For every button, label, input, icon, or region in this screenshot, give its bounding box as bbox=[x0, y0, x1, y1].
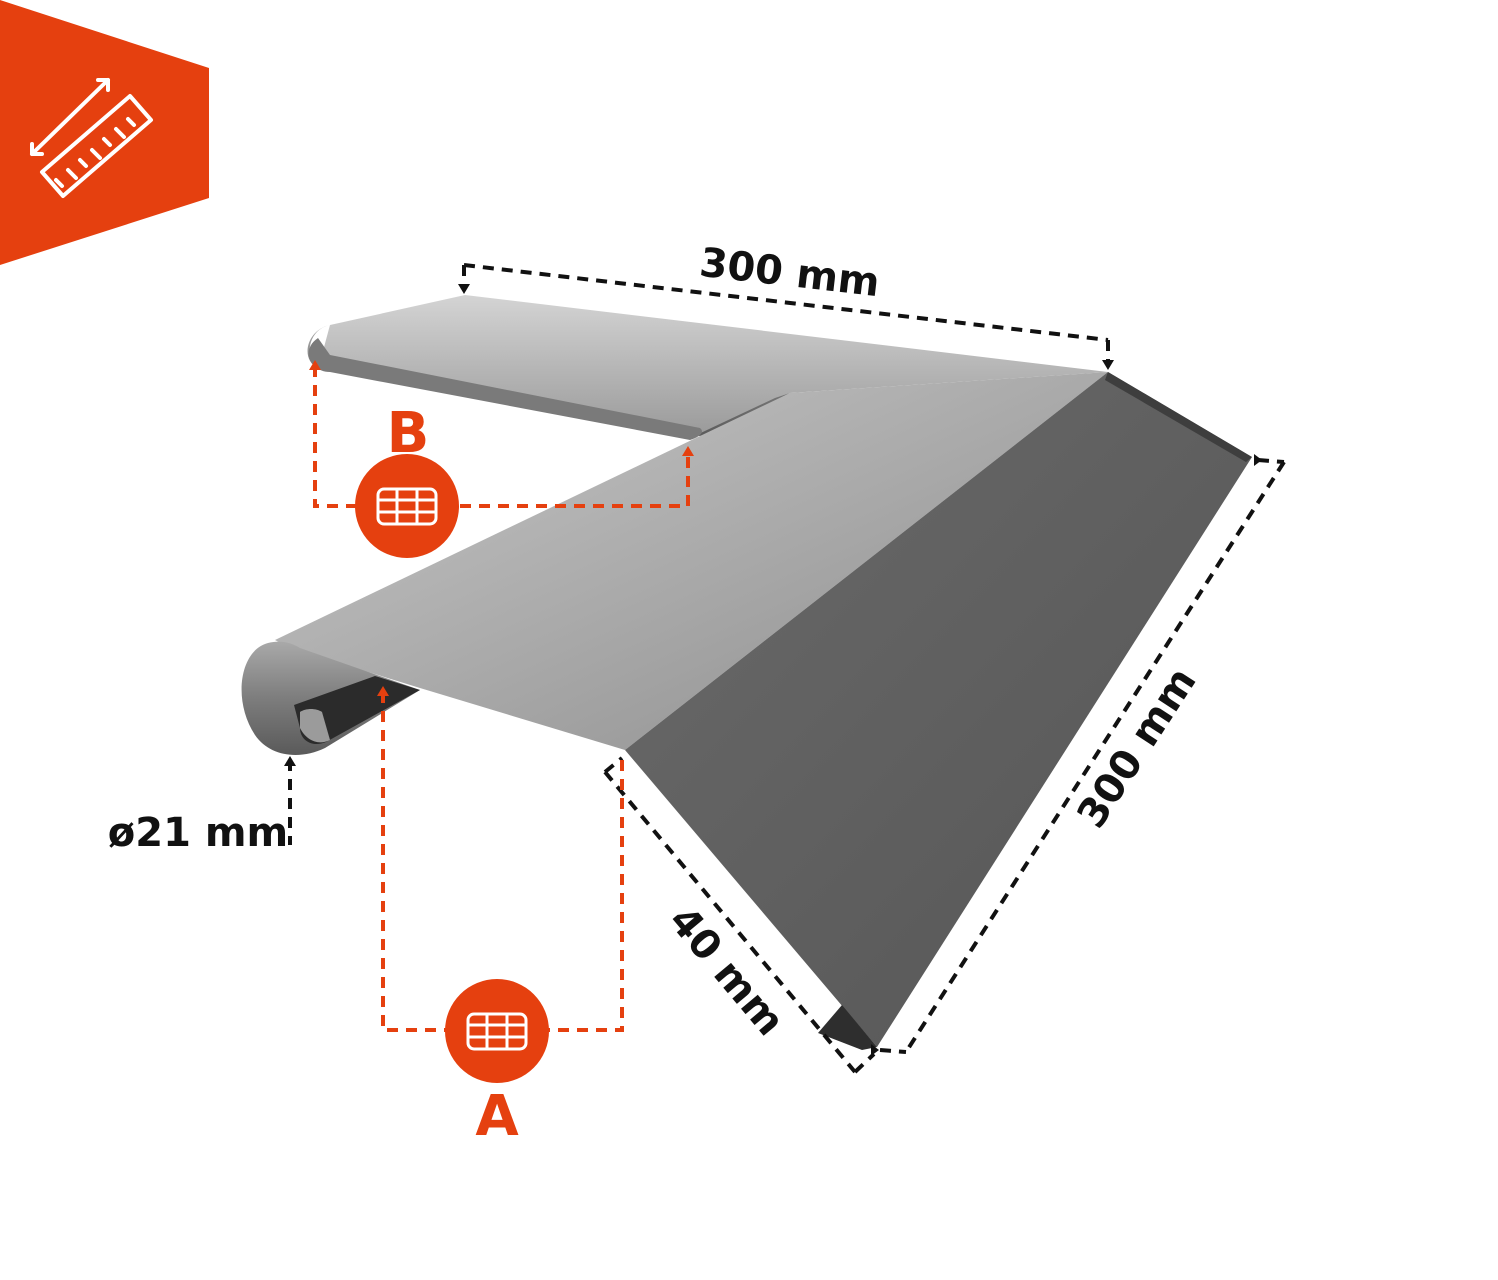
front-roll-lip bbox=[300, 709, 330, 743]
marker-arrowheads bbox=[309, 360, 694, 696]
dim-line-right-bottom-tick bbox=[879, 1048, 907, 1054]
dim-line-right bbox=[904, 460, 1286, 1054]
right-edge-fold bbox=[1105, 372, 1252, 462]
bracket-b bbox=[313, 366, 690, 508]
dim-line-right-top-tick bbox=[1257, 458, 1285, 464]
marker-a bbox=[445, 979, 549, 1083]
grid-panel-icon bbox=[376, 487, 438, 526]
dim-line-flange bbox=[603, 770, 857, 1074]
marker-b-circle bbox=[355, 454, 459, 558]
label-a: A bbox=[475, 1084, 519, 1149]
dim-line-top bbox=[463, 263, 1109, 342]
front-face-light bbox=[275, 372, 1108, 750]
ruler-badge bbox=[0, 0, 209, 265]
badge-shape bbox=[0, 0, 209, 265]
ruler-icon bbox=[30, 78, 153, 198]
back-arm-surface bbox=[320, 295, 1108, 436]
marker-b bbox=[355, 454, 459, 558]
back-arm-roll-lower bbox=[308, 338, 702, 440]
marker-a-circle bbox=[445, 979, 549, 1083]
front-face-dark bbox=[625, 372, 1252, 1047]
dim-top-length: 300 mm bbox=[697, 240, 882, 306]
dim-line-flange-bottom-tick bbox=[853, 1052, 876, 1074]
bottom-flange bbox=[818, 1005, 877, 1050]
metal-flashing bbox=[241, 295, 1252, 1050]
dim-diameter: ø21 mm bbox=[108, 810, 288, 856]
dim-line-flange-top-tick bbox=[603, 756, 624, 774]
label-b: B bbox=[387, 401, 430, 466]
grid-panel-icon bbox=[466, 1012, 528, 1051]
dimension-arrowheads bbox=[284, 284, 1262, 1056]
